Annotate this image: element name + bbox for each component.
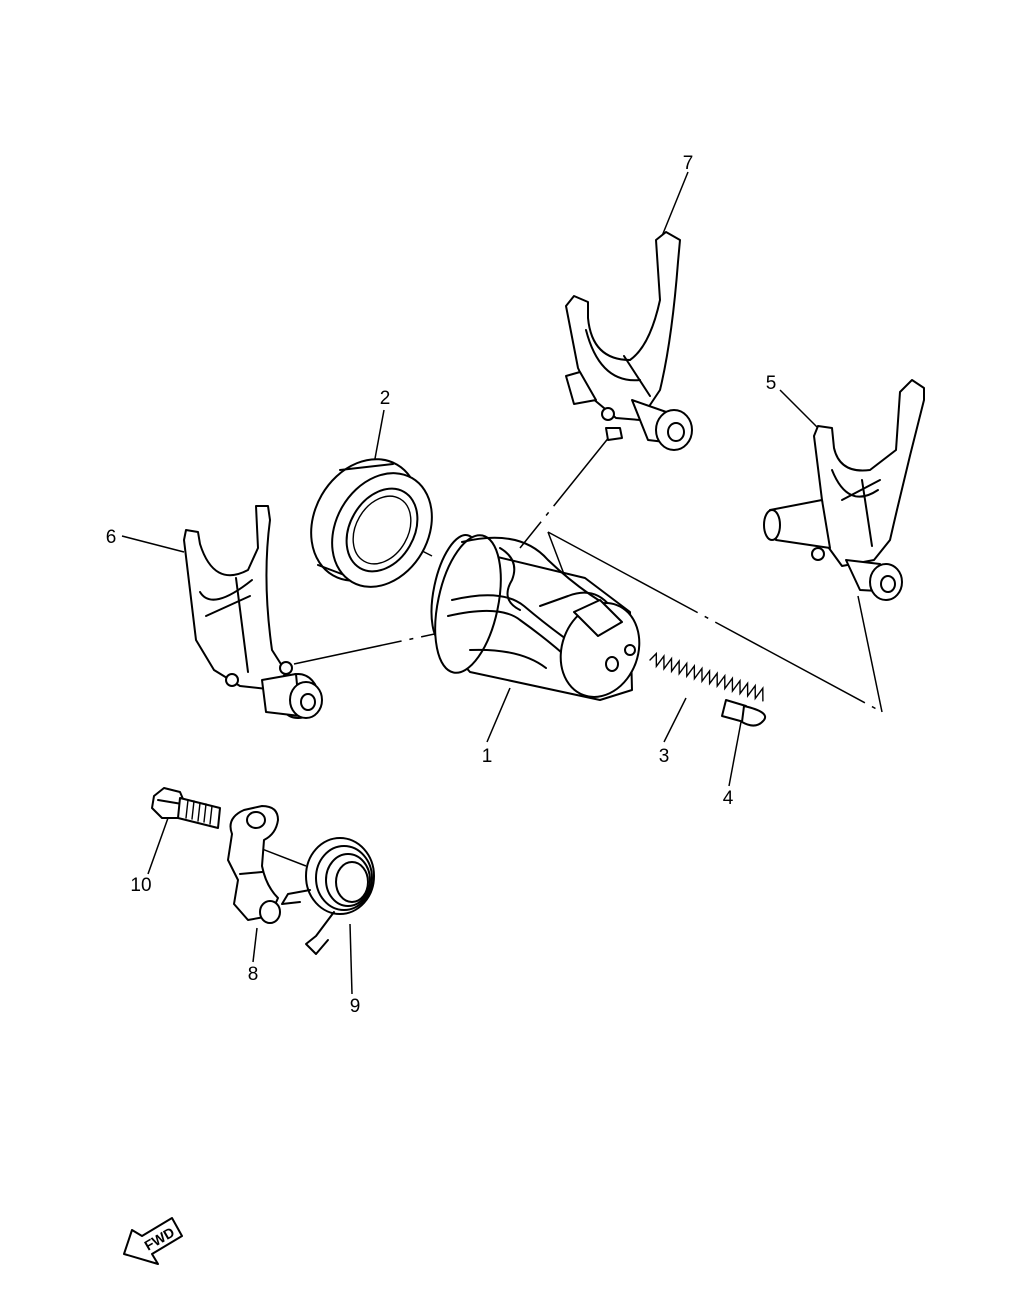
callout-8: 8 [248, 964, 259, 985]
callout-7: 7 [683, 153, 694, 174]
detent-plunger [721, 699, 766, 727]
fwd-arrow-icon: FWD [123, 1217, 183, 1265]
stopper-lever [227, 805, 281, 924]
callout-5: 5 [766, 373, 777, 394]
shift-drum [430, 534, 641, 701]
callout-3: 3 [659, 746, 670, 767]
callout-leaders [121, 171, 819, 995]
shift-fork-right [763, 379, 925, 601]
callout-4: 4 [723, 788, 734, 809]
callout-10: 10 [130, 875, 151, 896]
callout-1: 1 [482, 746, 493, 767]
callout-numbers: 1 2 3 4 5 6 7 8 9 10 [106, 153, 777, 1017]
flange-bolt [151, 787, 221, 829]
shift-fork-upper [565, 231, 693, 451]
shift-fork-left [183, 505, 323, 719]
callout-6: 6 [106, 527, 117, 548]
bearing [310, 458, 433, 588]
callout-9: 9 [350, 996, 361, 1017]
torsion-spring [281, 837, 375, 955]
callout-2: 2 [380, 388, 391, 409]
detent-spring [649, 651, 764, 702]
